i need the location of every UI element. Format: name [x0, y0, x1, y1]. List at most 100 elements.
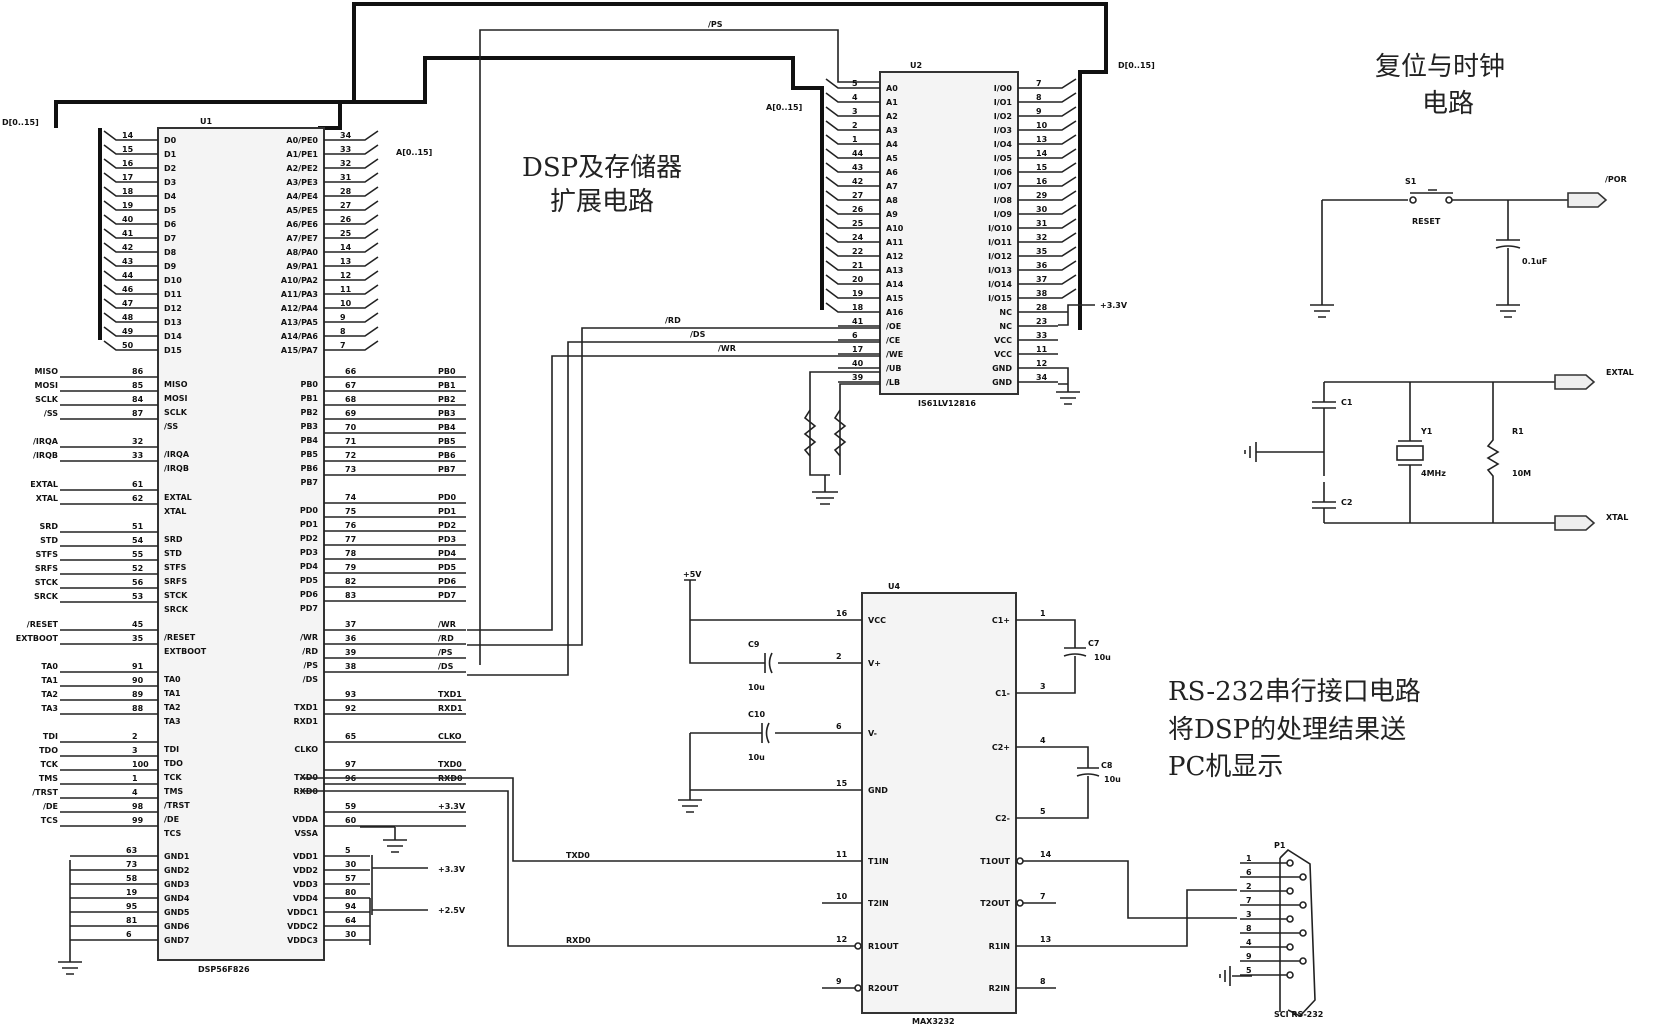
u1-pin-number: 49	[122, 327, 134, 336]
u3-external-wires	[300, 579, 1237, 947]
u1-pin-name: D7	[164, 234, 176, 243]
p1-part: SCI RS-232	[1274, 1010, 1323, 1019]
u1-pin-name: SRFS	[164, 577, 187, 586]
u1-pin-number: 10	[340, 299, 352, 308]
u1-pin-number: 92	[345, 704, 356, 713]
u1-pin-number: 7	[340, 341, 346, 350]
u1-pin-number: 70	[345, 423, 357, 432]
u3-pin-name: T2OUT	[980, 899, 1010, 908]
u2-pin-wire	[1018, 232, 1077, 243]
u1-pin-wire	[103, 158, 158, 169]
u3-pin-name: R1IN	[989, 942, 1010, 951]
u1-pin-name: A6/PE6	[286, 220, 318, 229]
u3-pin-number: 6	[836, 722, 842, 731]
u1-pin-name: VDDC3	[287, 936, 318, 945]
u1-pin-name: PD7	[300, 604, 318, 613]
u2-pin-name: I/O10	[988, 224, 1012, 233]
u1-pin-number: 85	[132, 381, 144, 390]
u1-pin-name: PD4	[300, 562, 319, 571]
u1-pin-name: A2/PE2	[286, 164, 318, 173]
u1-pin-number: 5	[345, 846, 351, 855]
u1-pin-number: 93	[345, 690, 356, 699]
u3-txd-net: TXD0	[566, 851, 590, 860]
u2-pin-number: 14	[1036, 149, 1048, 158]
u2-pin-number: 31	[1036, 219, 1048, 228]
u1-pin-number: 2	[132, 732, 138, 741]
p1-pin-contact-icon	[1286, 859, 1294, 867]
u1-chip-body[interactable]	[157, 127, 325, 961]
u3-vcc-net: +5V	[683, 570, 702, 579]
u2-pin-name: A2	[886, 112, 898, 121]
c10-ref: C10	[748, 710, 765, 719]
u2-pin-number: 38	[1036, 289, 1048, 298]
u2-pin-name: I/O5	[994, 154, 1013, 163]
u1-pin-name: /DS	[303, 675, 319, 684]
u1-pin-number: 28	[340, 187, 352, 196]
u1-vdd-net-b: +2.5V	[438, 906, 466, 915]
u2-pin-number: 43	[852, 163, 863, 172]
p1-pin-number: 9	[1246, 952, 1252, 961]
u2-pin-number: 28	[1036, 303, 1048, 312]
u1-pin-name: TMS	[164, 787, 183, 796]
u2-pin-number: 9	[1036, 107, 1042, 116]
u1-net-label: PD2	[438, 521, 456, 530]
u1-pin-name: STD	[164, 549, 182, 558]
p1-pin-contact-icon	[1286, 943, 1294, 951]
u1-pin-number: 4	[132, 788, 138, 797]
u2-pins: 5A04A13A22A31A444A543A642A727A826A925A10…	[825, 78, 1077, 387]
u2-pin-wire	[825, 288, 880, 299]
u2-pin-wire	[1018, 288, 1077, 299]
u1-pin-number: 64	[345, 916, 357, 925]
u2-pin-number: 36	[1036, 261, 1048, 270]
clock-circuit	[1244, 381, 1555, 524]
p1-pin-contact-icon	[1299, 873, 1307, 881]
u1-pin-number: 87	[132, 409, 143, 418]
u3-pin-number: 12	[836, 935, 847, 944]
u2-chip-body[interactable]	[879, 71, 1019, 395]
u2-pin-wire	[825, 148, 880, 159]
u1-pin-number: 32	[132, 437, 143, 446]
u1-net-label: CLKO	[438, 732, 462, 741]
p1-pin-number: 6	[1246, 868, 1252, 877]
u2-pin-wire	[825, 204, 880, 215]
inverter-bubble-icon	[1016, 857, 1024, 865]
u1-pin-name: PB0	[300, 380, 318, 389]
c2-ref: C2	[1341, 498, 1352, 507]
u2-pin-name: A0	[886, 84, 898, 93]
u1-net-label: SRD	[39, 522, 58, 531]
u3-chip-body[interactable]	[861, 592, 1017, 1014]
u3-pin-number: 8	[1040, 977, 1046, 986]
xtal-port	[1554, 515, 1596, 531]
u1-pin-name: PB3	[300, 422, 318, 431]
u1-pin-name: GND7	[164, 936, 189, 945]
u1-net-label: PB5	[438, 437, 456, 446]
u1-pin-wire	[324, 228, 379, 239]
u2-pin-number: 19	[852, 289, 864, 298]
u3-pin-number: 4	[1040, 736, 1046, 745]
u1-pin-wire	[324, 340, 379, 351]
reset-cap-value: 0.1uF	[1522, 257, 1547, 266]
u1-pin-number: 58	[126, 874, 138, 883]
dsp-section-title: DSP及存储器 扩展电路	[522, 153, 682, 217]
u1-pin-number: 46	[122, 285, 134, 294]
u3-pin-name: T1OUT	[980, 857, 1010, 866]
u2-pin-name: A15	[886, 294, 904, 303]
u2-pin-number: 41	[852, 317, 864, 326]
u1-net-label: PB0	[438, 367, 456, 376]
u2-pin-number: 22	[852, 247, 863, 256]
u1-ground-rail	[58, 826, 428, 975]
u1-pin-wire	[324, 172, 379, 183]
u1-pin-name: /TRST	[164, 801, 190, 810]
net-rd-label: /RD	[665, 316, 681, 325]
u3-pin-number: 11	[836, 850, 848, 859]
u3-pin-name: VCC	[868, 616, 886, 625]
u1-pin-name: A5/PE5	[286, 206, 318, 215]
u3-pin-number: 7	[1040, 892, 1046, 901]
u3-pin-name: C1-	[995, 689, 1010, 698]
u1-pin-wire	[324, 298, 379, 309]
u1-pin-number: 75	[345, 507, 357, 516]
c7-ref: C7	[1088, 639, 1099, 648]
u1-pin-number: 55	[132, 550, 144, 559]
